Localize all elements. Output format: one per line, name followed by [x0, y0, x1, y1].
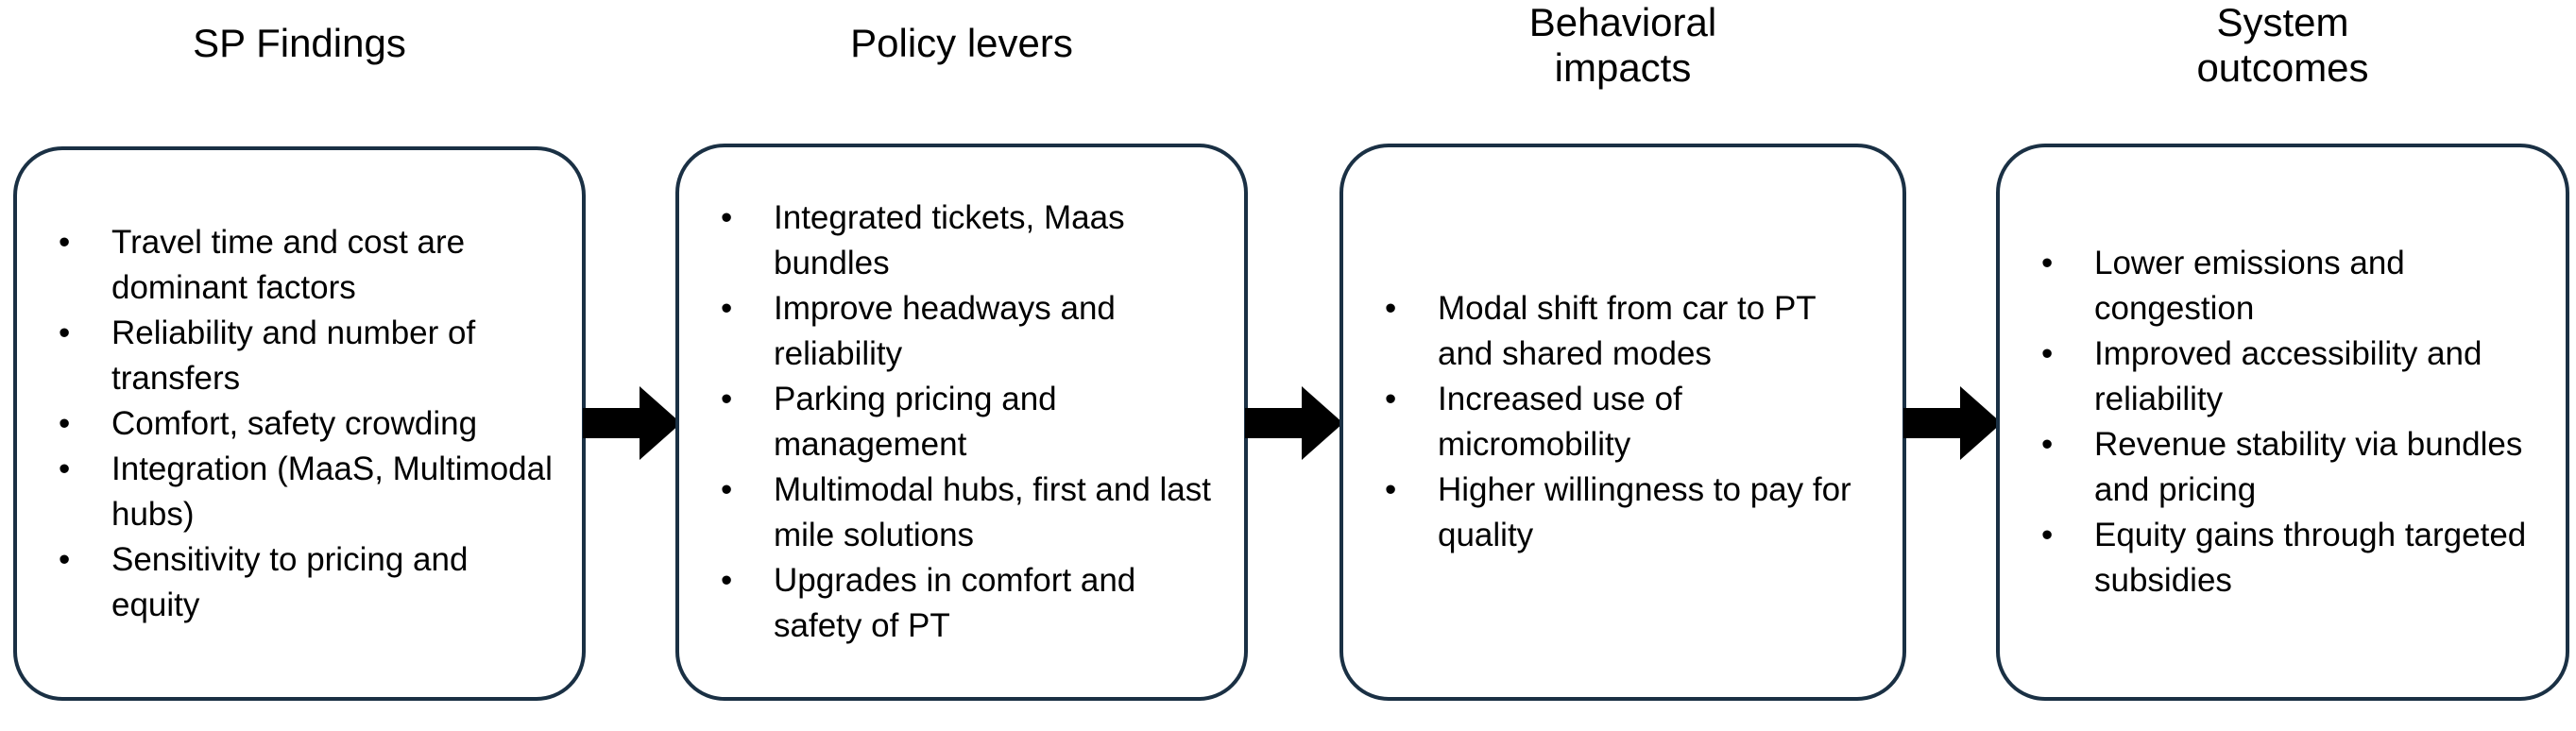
list-item: • Sensitivity to pricing and equity [53, 537, 557, 628]
list-item-label: Revenue stability via bundles and pricin… [2094, 426, 2523, 508]
list-item: • Travel time and cost are dominant fact… [53, 220, 557, 311]
connector-arrow-1 [583, 386, 681, 460]
list-item-label: Integration (MaaS, Multimodal hubs) [111, 450, 553, 533]
bullet-dot-icon: • [59, 223, 71, 261]
bullet-list-behavioral-impacts: • Modal shift from car to PT and shared … [1343, 286, 1902, 558]
list-item: • Equity gains through targeted subsidie… [2036, 513, 2541, 604]
list-item-label: Parking pricing and management [774, 381, 1057, 463]
list-item: • Parking pricing and management [715, 377, 1220, 468]
bullet-dot-icon: • [1385, 381, 1397, 417]
list-item-label: Reliability and number of transfers [111, 314, 476, 397]
list-item: • Revenue stability via bundles and pric… [2036, 422, 2541, 513]
bullet-list-system-outcomes: • Lower emissions and congestion • Impro… [2000, 241, 2566, 604]
list-item: • Comfort, safety crowding [53, 401, 557, 447]
bullet-dot-icon: • [59, 314, 71, 351]
stage-title-sp-findings: SP Findings [193, 21, 406, 65]
list-item-label: Improve headways and reliability [774, 290, 1116, 372]
list-item: • Reliability and number of transfers [53, 311, 557, 401]
stage-box-behavioral-impacts[interactable]: • Modal shift from car to PT and shared … [1339, 144, 1906, 701]
bullet-dot-icon: • [721, 471, 733, 508]
bullet-dot-icon: • [1385, 471, 1397, 508]
list-item: • Higher willingness to pay for quality [1379, 468, 1878, 558]
connector-arrow-2 [1245, 386, 1343, 460]
bullet-dot-icon: • [721, 381, 733, 417]
bullet-list-sp-findings: • Travel time and cost are dominant fact… [17, 220, 582, 628]
list-item-label: Equity gains through targeted subsidies [2094, 517, 2527, 599]
list-item: • Lower emissions and congestion [2036, 241, 2541, 332]
bullet-dot-icon: • [59, 450, 71, 487]
bullet-dot-icon: • [2041, 245, 2054, 281]
list-item-label: Increased use of micromobility [1438, 381, 1682, 463]
bullet-dot-icon: • [2041, 335, 2054, 372]
list-item: • Upgrades in comfort and safety of PT [715, 558, 1220, 649]
list-item: • Integration (MaaS, Multimodal hubs) [53, 447, 557, 537]
list-item: • Increased use of micromobility [1379, 377, 1878, 468]
stage-title-behavioral-impacts: Behavioral impacts [1528, 0, 1717, 90]
list-item-label: Sensitivity to pricing and equity [111, 540, 469, 623]
bullet-dot-icon: • [59, 540, 71, 578]
list-item-label: Lower emissions and congestion [2094, 245, 2405, 327]
list-item-label: Comfort, safety crowding [111, 404, 478, 442]
bullet-dot-icon: • [1385, 290, 1397, 327]
list-item-label: Travel time and cost are dominant factor… [111, 223, 466, 306]
connector-arrow-3 [1903, 386, 2002, 460]
stage-box-system-outcomes[interactable]: • Lower emissions and congestion • Impro… [1996, 144, 2569, 701]
bullet-dot-icon: • [59, 404, 71, 442]
stage-title-policy-levers: Policy levers [850, 21, 1073, 65]
list-item: • Improved accessibility and reliability [2036, 332, 2541, 422]
right-arrow-icon [1903, 386, 2002, 460]
list-item: • Multimodal hubs, first and last mile s… [715, 468, 1220, 558]
list-item-label: Multimodal hubs, first and last mile sol… [774, 471, 1211, 553]
bullet-dot-icon: • [2041, 426, 2054, 463]
bullet-dot-icon: • [721, 199, 733, 236]
right-arrow-icon [1245, 386, 1343, 460]
bullet-list-policy-levers: • Integrated tickets, Maas bundles • Imp… [679, 196, 1244, 649]
list-item-label: Modal shift from car to PT and shared mo… [1438, 290, 1817, 372]
right-arrow-icon [583, 386, 681, 460]
stage-title-system-outcomes: System outcomes [2196, 0, 2369, 90]
bullet-dot-icon: • [721, 562, 733, 599]
bullet-dot-icon: • [2041, 517, 2054, 553]
list-item-label: Higher willingness to pay for quality [1438, 471, 1851, 553]
list-item: • Improve headways and reliability [715, 286, 1220, 377]
list-item-label: Improved accessibility and reliability [2094, 335, 2482, 417]
stage-box-policy-levers[interactable]: • Integrated tickets, Maas bundles • Imp… [675, 144, 1248, 701]
list-item: • Integrated tickets, Maas bundles [715, 196, 1220, 286]
list-item: • Modal shift from car to PT and shared … [1379, 286, 1878, 377]
stage-box-sp-findings[interactable]: • Travel time and cost are dominant fact… [13, 146, 586, 701]
list-item-label: Integrated tickets, Maas bundles [774, 199, 1125, 281]
bullet-dot-icon: • [721, 290, 733, 327]
list-item-label: Upgrades in comfort and safety of PT [774, 562, 1136, 644]
